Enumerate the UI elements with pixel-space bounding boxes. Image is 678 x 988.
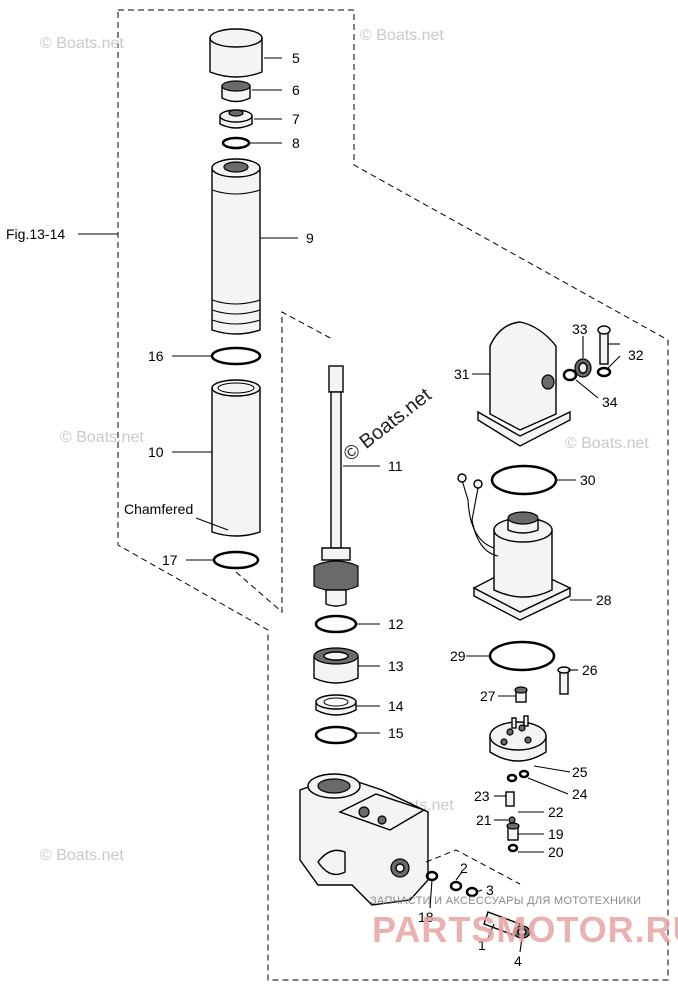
- part-32-washer: [596, 366, 612, 378]
- part-29-o-ring: [488, 640, 556, 672]
- callout-1: 1: [478, 937, 486, 953]
- callout-5: 5: [292, 50, 300, 66]
- part-34-seal: [562, 368, 578, 382]
- part-19-valve: [506, 822, 520, 841]
- chamfered-note: Chamfered: [124, 501, 193, 517]
- part-4-plug: [513, 925, 531, 939]
- callout-14: 14: [388, 698, 404, 714]
- part-25-pump: [489, 715, 547, 762]
- callout-33: 33: [572, 321, 588, 337]
- watermark-large: © Boats.net: [340, 384, 436, 466]
- valve-guide-line: [425, 849, 521, 885]
- part-33-plug: [574, 358, 592, 378]
- part-30-o-ring: [490, 464, 558, 496]
- part-26-screw: [557, 666, 571, 695]
- callout-24: 24: [572, 786, 588, 802]
- callout-3: 3: [486, 882, 494, 898]
- callout-2: 2: [460, 860, 468, 876]
- part-17-o-ring: [212, 550, 260, 570]
- callout-15: 15: [388, 725, 404, 741]
- callout-25: 25: [572, 764, 588, 780]
- part-13-piston: [313, 647, 359, 684]
- callout-27: 27: [480, 688, 496, 704]
- callout-8: 8: [292, 135, 300, 151]
- callout-28: 28: [596, 592, 612, 608]
- callout-29: 29: [450, 648, 466, 664]
- part-24-o-ring: [506, 773, 518, 783]
- callout-11: 11: [388, 458, 403, 474]
- callout-labels: 5 6 7 8 9 Fig.13-14 16 10 Chamfered 17 1…: [6, 50, 644, 969]
- part-31-motor-cover: [477, 321, 571, 447]
- callout-32: 32: [628, 347, 644, 363]
- callout-7: 7: [292, 111, 300, 127]
- pump-body: [299, 773, 429, 906]
- watermark: © Boats.net: [565, 435, 649, 452]
- callout-26: 26: [582, 662, 598, 678]
- callout-22: 22: [548, 804, 564, 820]
- assembly-boundary: [117, 9, 669, 981]
- leader-lines: [78, 57, 621, 953]
- callout-6: 6: [292, 82, 300, 98]
- watermark: © Boats.net: [40, 35, 124, 52]
- part-6-nut: [221, 80, 251, 103]
- callout-13: 13: [388, 658, 404, 674]
- brand-logo-text: PARTSMOTOR.RU: [372, 909, 678, 950]
- rod-guide-line: [235, 311, 335, 614]
- part-12-o-ring: [314, 614, 358, 634]
- part-5-cap: [209, 28, 263, 78]
- part-9-cylinder: [211, 158, 261, 335]
- part-11-piston-rod: [313, 365, 359, 607]
- part-2-seal: [449, 880, 463, 892]
- callout-17: 17: [162, 552, 178, 568]
- part-32-bolt: [597, 325, 611, 365]
- watermark: © Boats.net: [60, 429, 144, 446]
- callout-9: 9: [306, 230, 314, 246]
- callout-16: 16: [148, 348, 164, 364]
- callout-21: 21: [476, 812, 492, 828]
- part-24-o-ring: [518, 769, 530, 779]
- part-10-sleeve: [211, 379, 261, 537]
- part-14-backup-ring: [315, 694, 357, 716]
- figure-reference: Fig.13-14: [6, 226, 65, 242]
- callout-31: 31: [454, 366, 470, 382]
- callout-23: 23: [474, 788, 490, 804]
- callout-19: 19: [548, 826, 564, 842]
- callout-34: 34: [602, 394, 618, 410]
- brand-tagline: ЗАПЧАСТИ И АКСЕССУАРЫ ДЛЯ МОТОТЕХНИКИ: [370, 895, 641, 907]
- part-7-seal-housing: [219, 109, 253, 129]
- part-8-o-ring: [221, 136, 251, 150]
- watermark: © Boats.net: [360, 27, 444, 44]
- part-28-motor: [457, 473, 572, 621]
- callout-12: 12: [388, 616, 404, 632]
- part-23-spring: [505, 791, 515, 807]
- callout-30: 30: [580, 472, 596, 488]
- callout-4: 4: [514, 953, 522, 969]
- part-21-ball: [508, 816, 516, 824]
- callout-20: 20: [548, 844, 564, 860]
- watermark: © Boats.net: [40, 847, 124, 864]
- part-16-o-ring: [210, 346, 262, 366]
- part-20-o-ring: [507, 843, 519, 853]
- part-15-o-ring: [314, 725, 358, 745]
- part-27-plug: [514, 686, 528, 703]
- callout-18: 18: [418, 909, 434, 925]
- callout-10: 10: [148, 444, 164, 460]
